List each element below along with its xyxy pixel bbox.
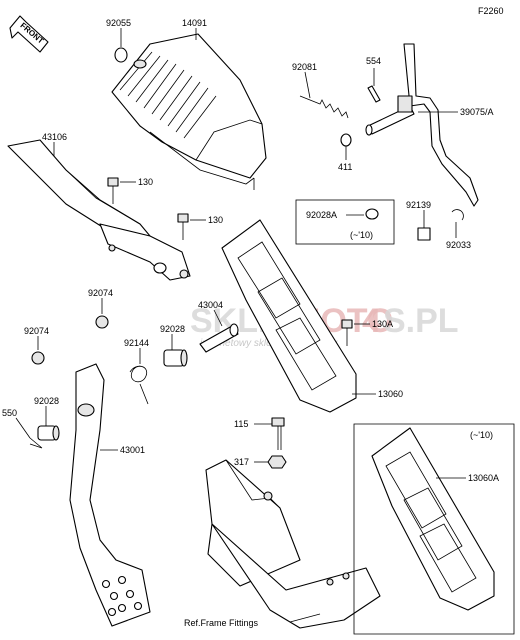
pedal-43001 (69, 363, 151, 627)
bushing-92074-b (31, 351, 45, 365)
brake-lever-43106 (7, 139, 191, 281)
label-14091: 14091 (182, 18, 207, 28)
cotter-pin-554 (367, 85, 381, 103)
label-92081: 92081 (292, 62, 317, 72)
label-130A: 130A (372, 319, 393, 329)
range-label-1: (~'10) (350, 230, 373, 240)
label-ref-frame-fittings: Ref.Frame Fittings (184, 618, 259, 628)
bolt-130-a (107, 177, 119, 204)
bushing-92028-b (37, 425, 60, 441)
bushing-92074-a (95, 315, 109, 329)
label-92139: 92139 (406, 200, 431, 210)
spring-92081 (299, 95, 349, 119)
callout-box-13060A: (~'10) 13060A (353, 423, 515, 635)
label-130-a: 130 (138, 177, 153, 187)
front-arrow-icon: FRONT (9, 15, 49, 53)
watermark-brand-num: 4 (362, 302, 381, 340)
figure-code: F2260 (478, 6, 504, 16)
bushing-92028-a (163, 349, 188, 367)
label-92074-a: 92074 (88, 288, 113, 298)
label-43001: 43001 (120, 445, 145, 455)
label-43004: 43004 (198, 300, 223, 310)
callout-box-92028A: 92028A (~'10) (295, 199, 395, 245)
label-92144: 92144 (124, 338, 149, 348)
label-92033: 92033 (446, 240, 471, 250)
label-550: 550 (2, 408, 17, 418)
label-92055: 92055 (106, 18, 131, 28)
cotter-pin-550 (29, 437, 43, 449)
label-554: 554 (366, 56, 381, 66)
label-13060A: 13060A (468, 473, 499, 483)
label-411: 411 (338, 162, 352, 172)
nut-317 (267, 455, 287, 469)
bolt-115 (271, 417, 285, 450)
label-39075A: 39075/A (460, 107, 494, 117)
label-130-b: 130 (208, 215, 223, 225)
shaft-43004 (199, 323, 239, 353)
label-92028-a: 92028 (160, 324, 185, 334)
label-115: 115 (234, 419, 248, 429)
bushing-92139 (417, 227, 431, 241)
label-43106: 43106 (42, 132, 67, 142)
rod-39075A (365, 43, 479, 207)
label-92028-b: 92028 (34, 396, 59, 406)
range-label-2: (~'10) (470, 430, 493, 440)
label-317: 317 (234, 457, 249, 467)
o-ring-92055 (114, 47, 128, 63)
bolt-130A (341, 319, 353, 346)
bolt-130-b (177, 213, 189, 240)
label-13060: 13060 (378, 389, 403, 399)
frame-fittings (205, 459, 381, 629)
cylinder-14091 (111, 33, 267, 190)
floor-plate-13060 (221, 219, 357, 413)
clip-92033 (451, 209, 464, 221)
spring-92144 (129, 365, 149, 405)
label-92028A: 92028A (306, 210, 337, 220)
watermark-brand-right: S.PL (383, 302, 459, 340)
washer-411 (340, 133, 352, 147)
label-92074-b: 92074 (24, 326, 49, 336)
